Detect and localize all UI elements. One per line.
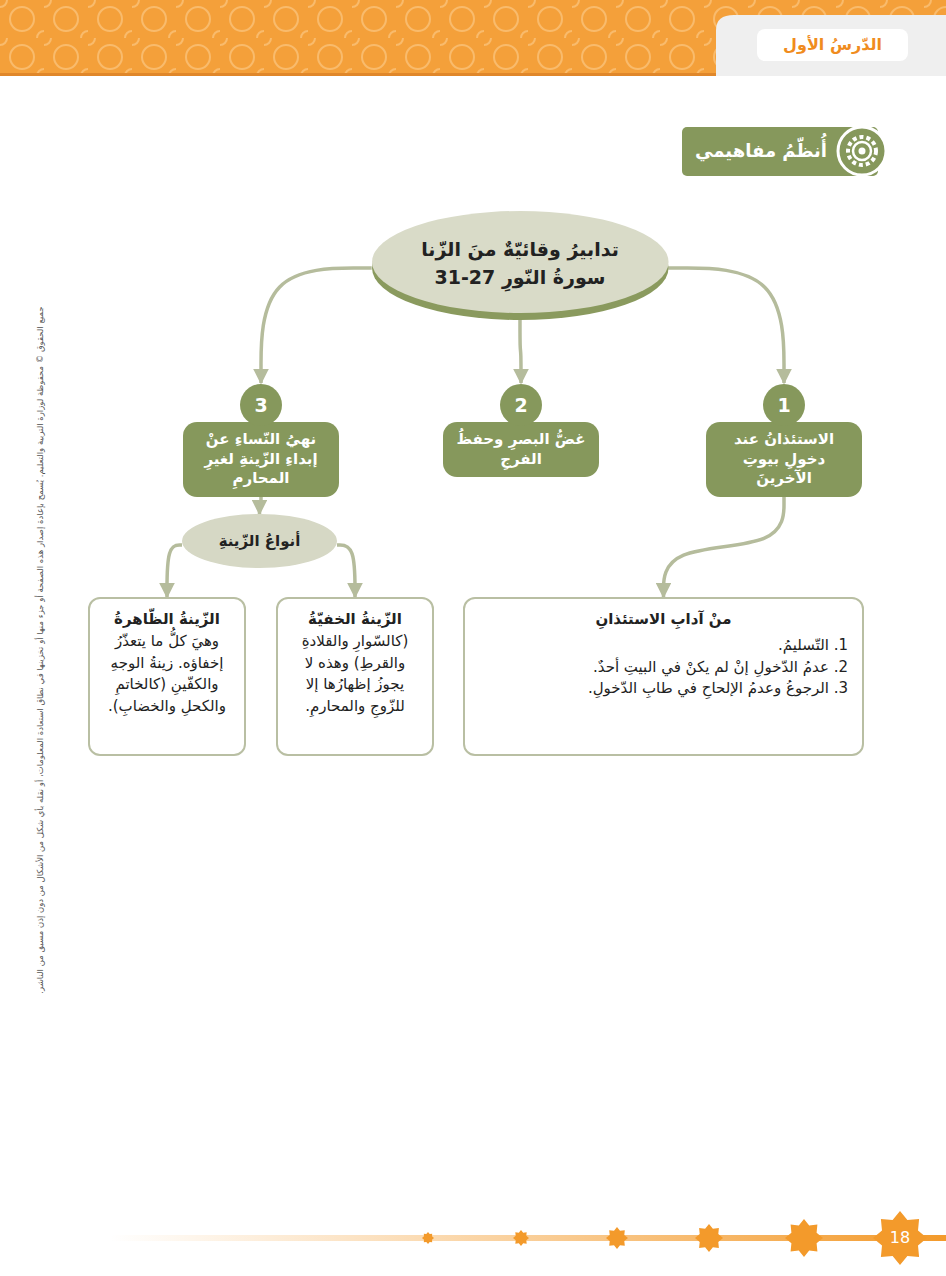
ellipse-fill xyxy=(372,211,669,313)
ellipse-outline xyxy=(372,210,669,318)
callout-circle xyxy=(763,384,805,426)
callout-circle xyxy=(500,384,542,426)
node-text: أنواعُ الزّينةِ xyxy=(219,532,301,550)
category-ellipse: أنواعُ الزّينةِ xyxy=(182,514,337,568)
lesson-label: الدّرسُ الأول xyxy=(757,29,908,61)
header-pattern xyxy=(0,0,946,76)
root-ellipse: تدابيرُ وقائيّةٌ منَ الزّناسورةُ النّورِ… xyxy=(372,210,669,318)
callout-number: 1 xyxy=(762,383,806,427)
callout-number: 3 xyxy=(239,383,283,427)
topic-box: الاستئذانُ عند دخولِ بيوتِ الآخرينَ1 xyxy=(706,422,862,497)
connector xyxy=(668,268,784,383)
copyright-note: جميع الحقوق © محفوظة لوزارة التربية والت… xyxy=(34,200,46,1100)
callout-text: 2 xyxy=(514,393,527,418)
callout-text: 3 xyxy=(254,393,267,418)
page-number: 18 xyxy=(875,1226,925,1250)
topic-box: غضُّ البصرِ وحفظُ الفرجِ2 xyxy=(443,422,599,477)
ellipse-fill xyxy=(182,514,337,568)
node-body: سورةُ النّورِ 27-31 xyxy=(434,264,605,292)
lesson-tab xyxy=(716,15,946,76)
node-body: 3. الرجوعُ وعدمُ الإلحاحِ في طابِ الدّخو… xyxy=(479,678,848,700)
node-text: الزّينةُ الظّاهرةُ xyxy=(104,609,230,631)
topic-box: نهيُ النّساءِ عنْ إبداءِ الزّينةِ لغيرِ … xyxy=(183,422,339,497)
footer-star xyxy=(606,1227,628,1249)
node-text: منْ آدابِ الاستئذانِ xyxy=(479,609,848,631)
heading-icon xyxy=(838,127,886,175)
connector xyxy=(260,497,262,515)
gear-ring xyxy=(853,142,871,160)
header-band xyxy=(0,0,946,76)
footer-star xyxy=(873,1211,927,1265)
node-text: نهيُ النّساءِ عنْ إبداءِ الزّينةِ لغيرِ … xyxy=(193,430,329,489)
connector xyxy=(664,497,785,598)
node-body: وهيَ كلُّ ما يتعذّرُ إخفاؤه. زينةُ الوجه… xyxy=(104,631,230,718)
connector xyxy=(520,318,521,383)
node-body: (كالسّوارِ والقلادةِ والقرطِ) وهذه لا يج… xyxy=(292,631,418,718)
callout-circle xyxy=(240,384,282,426)
detail-box: الزّينةُ الخفيّةُ(كالسّوارِ والقلادةِ وا… xyxy=(276,597,434,756)
node-text: الاستئذانُ عند دخولِ بيوتِ الآخرينَ xyxy=(716,430,852,489)
connector xyxy=(167,545,182,597)
footer-star xyxy=(695,1224,723,1252)
node-body: 2. عدمُ الدّخولِ إنْ لم يكنْ في البيتِ أ… xyxy=(479,657,848,679)
header-edge xyxy=(0,73,716,76)
node-text: الزّينةُ الخفيّةُ xyxy=(292,609,418,631)
footer-star xyxy=(785,1219,823,1257)
detail-box: الزّينةُ الظّاهرةُوهيَ كلُّ ما يتعذّرُ إ… xyxy=(88,597,246,756)
node-text: غضُّ البصرِ وحفظُ الفرجِ xyxy=(453,430,589,469)
footer-star xyxy=(513,1230,529,1246)
list-box: منْ آدابِ الاستئذانِ 1. التّسليمُ.2. عدمُ… xyxy=(463,597,864,756)
callout-number: 2 xyxy=(499,383,543,427)
lesson-pill xyxy=(757,29,908,61)
footer-star xyxy=(422,1232,434,1244)
connector xyxy=(261,268,372,383)
connector xyxy=(337,545,355,597)
callout-text: 1 xyxy=(777,393,790,418)
gear-teeth xyxy=(848,137,876,165)
node-body: 1. التّسليمُ. xyxy=(479,635,848,657)
gear-hub xyxy=(859,148,866,155)
node-text: تدابيرُ وقائيّةٌ منَ الزّنا xyxy=(421,236,619,264)
section-heading: أُنظّمُ مفاهيمي xyxy=(686,133,836,169)
